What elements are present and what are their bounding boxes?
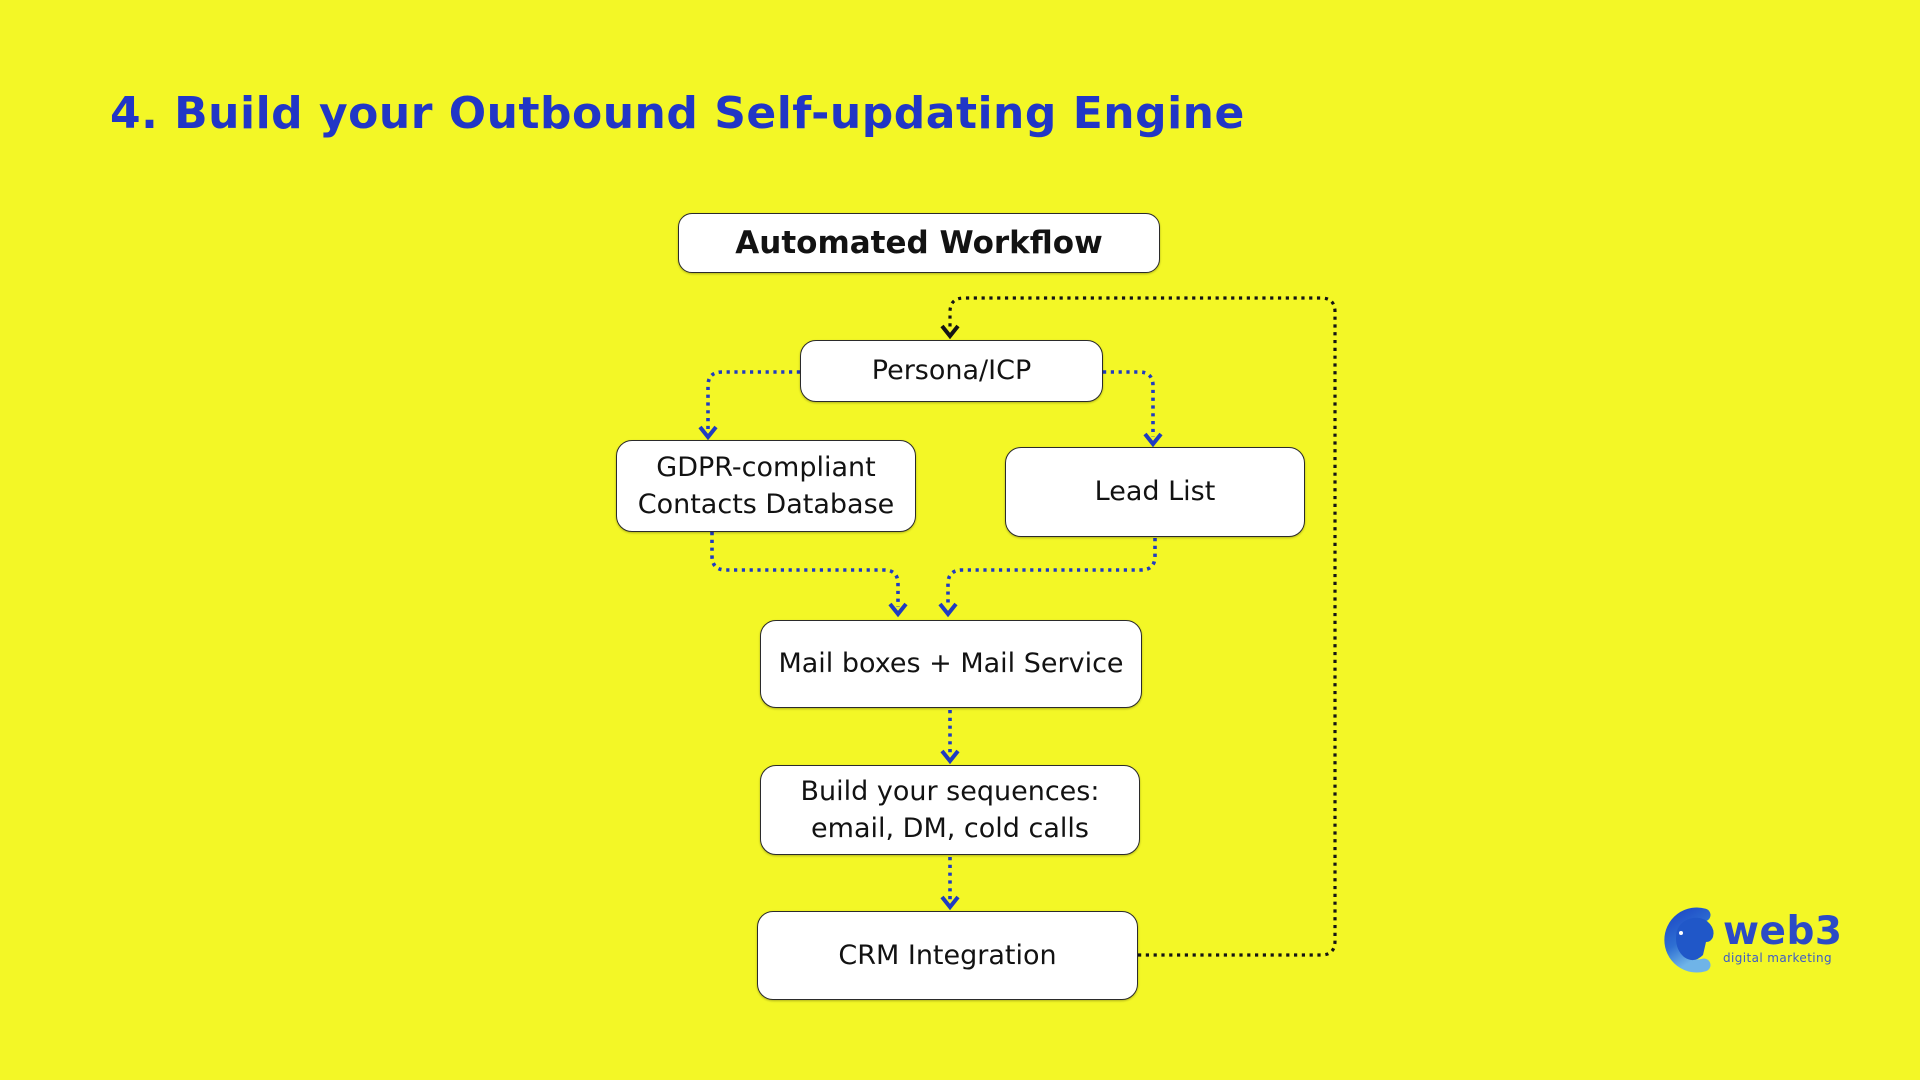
connector-persona-to-gdpr	[706, 370, 800, 430]
node-gdpr-contacts-database: GDPR-compliant Contacts Database	[616, 440, 916, 532]
arrowhead-into-mail-left	[888, 602, 908, 618]
node-persona-icp: Persona/ICP	[800, 340, 1103, 402]
node-automated-workflow: Automated Workflow	[678, 213, 1160, 273]
connector-crm-to-persona	[948, 296, 1337, 957]
node-gdpr-line1: GDPR-compliant	[656, 451, 876, 483]
node-crm-integration-label: CRM Integration	[838, 939, 1057, 971]
arrowhead-into-mail-right	[938, 602, 958, 618]
arrowhead-into-persona	[940, 324, 960, 340]
connector-persona-to-leadlist	[1103, 370, 1155, 437]
web3-logo-icon	[1664, 907, 1714, 973]
arrowhead-into-leadlist	[1143, 432, 1163, 448]
web3-logo: web3 digital marketing	[1655, 902, 1843, 976]
connector-gdpr-to-mail	[710, 532, 900, 607]
node-mail-boxes-service: Mail boxes + Mail Service	[760, 620, 1142, 708]
node-build-sequences: Build your sequences: email, DM, cold ca…	[760, 765, 1140, 855]
page-title: 4. Build your Outbound Self-updating Eng…	[110, 88, 1245, 139]
node-automated-workflow-label: Automated Workflow	[735, 224, 1103, 261]
node-lead-list-label: Lead List	[1094, 476, 1216, 508]
node-build-sequences-line2: email, DM, cold calls	[811, 813, 1089, 844]
node-lead-list: Lead List	[1005, 447, 1305, 537]
web3-logo-text: web3 digital marketing	[1723, 908, 1843, 966]
node-persona-icp-label: Persona/ICP	[871, 355, 1032, 387]
arrowhead-into-crm	[940, 895, 960, 911]
arrowhead-into-gdpr	[698, 425, 718, 441]
node-mail-boxes-service-label: Mail boxes + Mail Service	[778, 648, 1124, 680]
arrowhead-into-sequences	[940, 749, 960, 765]
connector-leadlist-to-mail	[946, 538, 1157, 607]
node-crm-integration: CRM Integration	[757, 911, 1138, 1000]
node-build-sequences-line1: Build your sequences:	[800, 775, 1100, 807]
web3-logo-tagline: digital marketing	[1723, 951, 1833, 966]
node-gdpr-line2: Contacts Database	[637, 489, 895, 520]
web3-logo-name: web3	[1723, 908, 1843, 954]
